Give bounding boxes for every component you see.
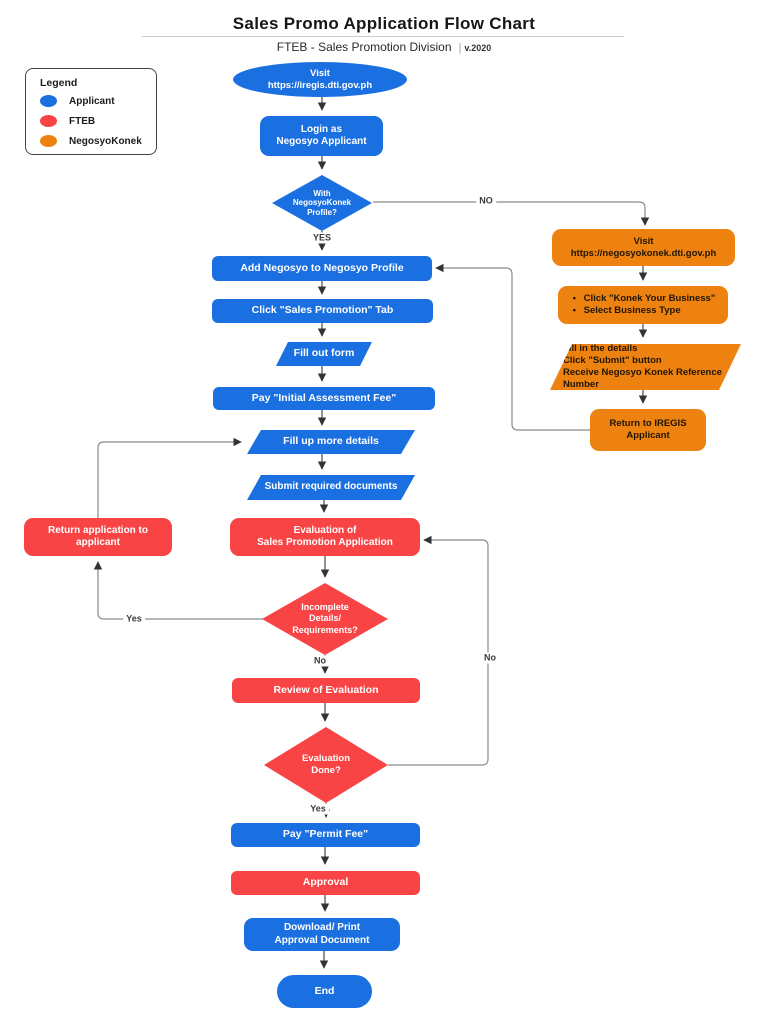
- title-divider-line: [142, 36, 624, 37]
- fteb-color-dot: [40, 115, 57, 127]
- page-subtitle: FTEB - Sales Promotion Division |v.2020: [0, 40, 768, 54]
- node-review-of-evaluation: Review of Evaluation: [232, 678, 420, 703]
- version-separator: |: [458, 42, 462, 54]
- legend-label: Applicant: [69, 95, 115, 107]
- edge-label-yes-left: Yes: [123, 613, 145, 625]
- edge-no-to-visit-negosyokonek: [373, 201, 650, 226]
- negosyokonek-color-dot: [40, 135, 57, 147]
- node-pay-initial-assessment-fee: Pay "Initial Assessment Fee": [213, 387, 435, 410]
- edge-label-no-loop: No: [481, 652, 499, 664]
- edge-label-yes-top: YES: [309, 232, 335, 244]
- node-approval: Approval: [231, 871, 420, 895]
- edge-label-yes-bottom: Yes: [307, 803, 329, 815]
- legend-item-fteb: FTEB: [40, 115, 95, 127]
- edge-incomplete-yes-to-return-application: [93, 561, 263, 620]
- legend-label: FTEB: [69, 115, 96, 127]
- legend-title: Legend: [40, 77, 78, 89]
- node-click-sales-promotion-tab: Click "Sales Promotion" Tab: [212, 299, 433, 323]
- node-add-negosyo-to-profile: Add Negosyo to Negosyo Profile: [212, 256, 432, 281]
- version-label: v.2020: [464, 43, 492, 53]
- node-fill-details-submit: Fill in the details Click "Submit" butto…: [550, 344, 741, 390]
- node-konek-your-business: Click "Konek Your Business" Select Busin…: [558, 286, 728, 324]
- legend-box: Legend Applicant FTEB NegosyoKonek: [25, 68, 157, 155]
- subtitle-text: FTEB - Sales Promotion Division: [276, 40, 452, 54]
- edge-return-application-to-fill-up-more: [97, 437, 242, 518]
- legend-item-negosyokonek: NegosyoKonek: [40, 135, 142, 147]
- legend-item-applicant: Applicant: [40, 95, 115, 107]
- edge-label-no-top: NO: [476, 195, 496, 207]
- node-submit-required-documents: Submit required documents: [247, 475, 415, 500]
- legend-label: NegosyoKonek: [69, 135, 142, 147]
- node-end: End: [277, 975, 372, 1008]
- edge-return-iregis-to-add-negosyo: [435, 263, 590, 431]
- edge-label-no-bottom: No: [311, 655, 329, 667]
- edge-eval-done-no-to-evaluation: [388, 535, 489, 766]
- node-fill-up-more-details: Fill up more details: [247, 430, 415, 454]
- page-title: Sales Promo Application Flow Chart: [232, 14, 536, 33]
- applicant-color-dot: [40, 95, 57, 107]
- node-fill-out-form: Fill out form: [276, 342, 372, 366]
- node-pay-permit-fee: Pay "Permit Fee": [231, 823, 420, 847]
